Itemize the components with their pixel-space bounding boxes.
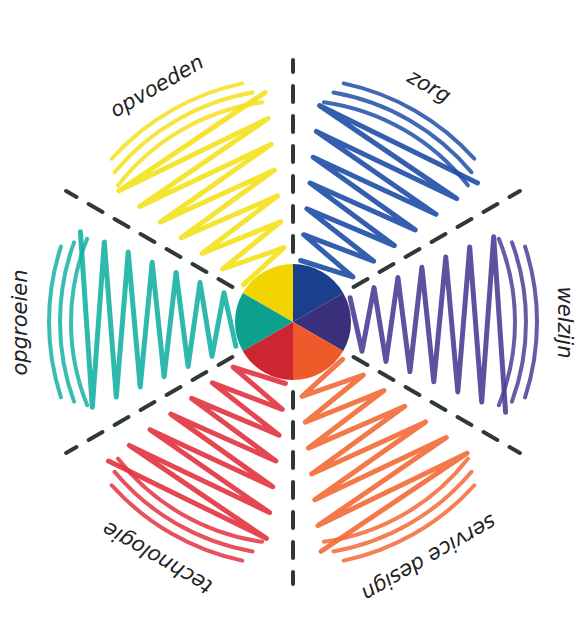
dashed-divider <box>354 191 520 287</box>
scribble-arc <box>344 83 475 158</box>
sector-label: technologie <box>99 518 216 598</box>
scribble-arc <box>60 242 74 401</box>
scribble <box>350 237 506 412</box>
scribble <box>80 232 236 408</box>
sector-label: zorg <box>404 66 454 107</box>
center-wedge <box>293 322 343 380</box>
scribble <box>119 93 284 285</box>
dashed-divider <box>291 60 295 252</box>
sector-label: welzijn <box>555 286 576 358</box>
dashed-divider <box>66 191 232 287</box>
dashed-divider <box>66 357 232 453</box>
scribble <box>301 106 478 277</box>
scribble-arc <box>49 247 61 398</box>
scribble <box>302 359 467 551</box>
scribble-arc <box>525 247 537 398</box>
sector-label: opgroeien <box>11 269 32 375</box>
scribble-arc <box>512 242 526 401</box>
scribble <box>109 367 286 538</box>
center-wedge <box>235 293 293 351</box>
dashed-divider <box>354 357 520 453</box>
dashed-divider <box>291 392 295 584</box>
scribble-arc <box>71 239 87 405</box>
scribble-arc <box>499 239 515 405</box>
